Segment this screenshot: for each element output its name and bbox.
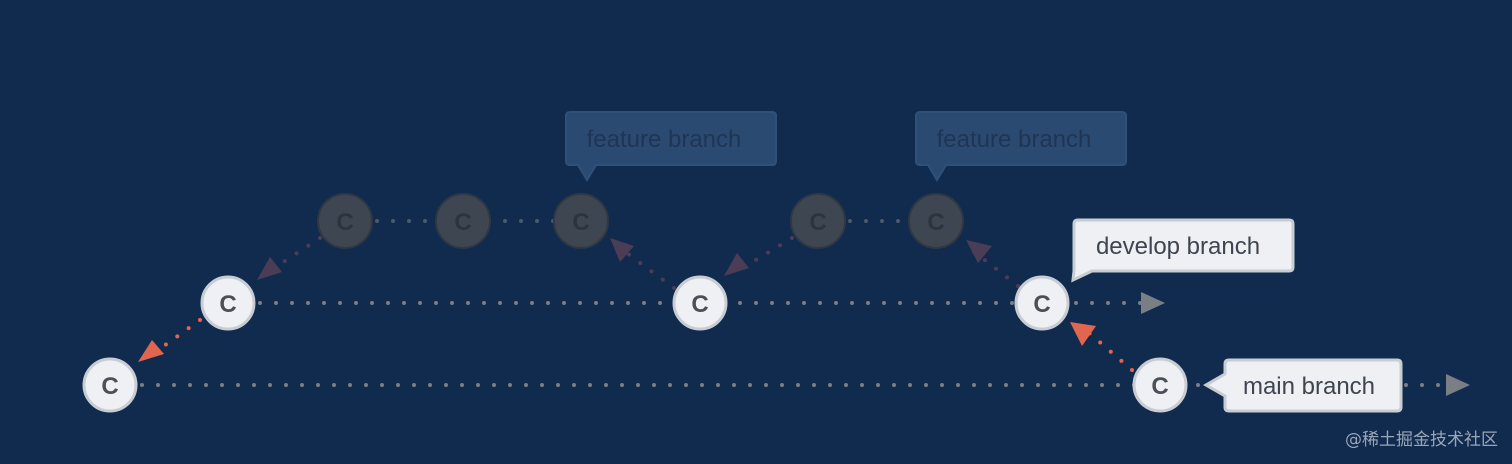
commit-label: C [927, 209, 944, 236]
feature-node: C [790, 193, 846, 249]
develop-node: C [1014, 275, 1070, 331]
commit-label: C [454, 209, 471, 236]
develop-line-arrowhead [1141, 292, 1165, 314]
main-node: C [82, 357, 138, 413]
feature2-start-arrowhead [724, 253, 749, 276]
merge-arrowhead [1070, 322, 1096, 346]
feature-node: C [908, 193, 964, 249]
arrowheads [138, 238, 1470, 396]
commit-label: C [101, 373, 118, 400]
commit-label: C [1151, 373, 1168, 400]
branch-off-arrowhead [138, 340, 164, 362]
commit-label: C [1033, 291, 1050, 318]
feature-node: C [553, 193, 609, 249]
feature1-to-develop-link [618, 246, 676, 290]
main-node: C [1132, 357, 1188, 413]
commit-label: C [809, 209, 826, 236]
watermark: @稀土掘金技术社区 [1345, 430, 1498, 450]
develop-branch-label-text: develop branch [1096, 233, 1260, 260]
feature-branch-label: feature branch [915, 111, 1127, 182]
commit-label: C [219, 291, 236, 318]
commit-label: C [572, 209, 589, 236]
feature-branch-label-text: feature branch [937, 126, 1092, 153]
feature1-merge-arrowhead [610, 238, 634, 262]
develop-branch-label: develop branch [1071, 218, 1295, 283]
feature2-merge-arrowhead [966, 240, 992, 263]
commit-label: C [691, 291, 708, 318]
feature1-start-arrowhead [257, 257, 282, 280]
feature-branch-label-text: feature branch [587, 126, 742, 153]
main-branch-label-text: main branch [1243, 373, 1375, 400]
main-branch-label: main branch [1203, 358, 1403, 413]
feature-branch-label: feature branch [565, 111, 777, 182]
develop-node: C [200, 275, 256, 331]
feature-node: C [317, 193, 373, 249]
main-line-arrowhead [1446, 374, 1470, 396]
commit-label: C [336, 209, 353, 236]
feature-node: C [435, 193, 491, 249]
develop-node: C [672, 275, 728, 331]
feature2-to-develop-link [970, 248, 1020, 288]
develop-to-main-link [1086, 330, 1134, 372]
